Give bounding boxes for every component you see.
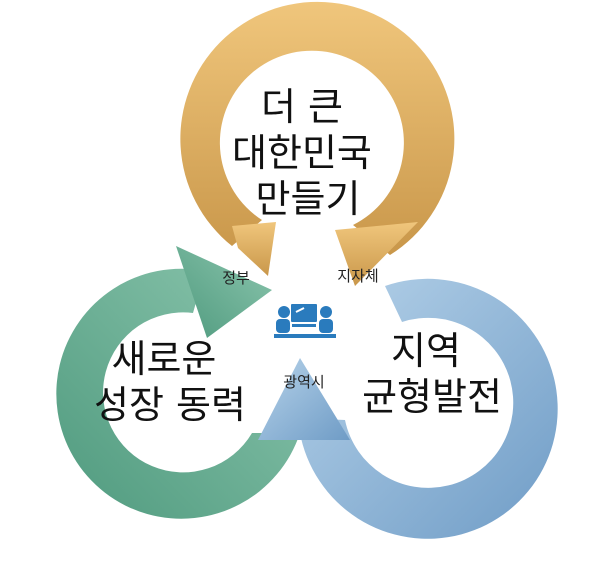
cycle-top-label: 더 큰 대한민국 만들기: [232, 85, 384, 221]
meeting-people-icon: [274, 304, 336, 338]
cycle-top-arrowhead-right: [335, 222, 418, 286]
cycle-left-ring: [56, 268, 300, 519]
arrow-label-metropolitan-city: 광역시: [283, 373, 324, 391]
cycle-left-arrowhead: [176, 246, 272, 338]
cycle-right: [258, 278, 558, 539]
arrow-label-government: 정부: [222, 269, 250, 287]
cycle-top-arrowhead: [232, 222, 276, 276]
arrow-label-local-government: 지자체: [337, 267, 378, 285]
cycle-top-ring: [180, 1, 455, 255]
cycle-top: [180, 1, 455, 286]
cycle-right-ring: [298, 278, 558, 539]
cycle-right-arrowhead: [258, 358, 350, 440]
cycle-right-label: 지역 균형발전: [362, 329, 502, 419]
cycle-left-label: 새로운 성장 동력: [94, 337, 246, 427]
cycle-left: [56, 246, 300, 519]
